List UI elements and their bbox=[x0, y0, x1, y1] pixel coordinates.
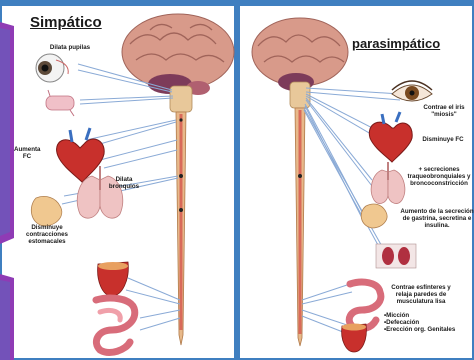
eye-left bbox=[36, 54, 68, 82]
brain-right bbox=[252, 18, 348, 91]
sympathetic-title: Simpático bbox=[30, 14, 102, 31]
bladder-right bbox=[342, 324, 367, 353]
label-aumenta-fc: Aumenta FC bbox=[14, 146, 40, 160]
label-esfinteres: Contrae esfínteres y relaja paredes de m… bbox=[386, 284, 456, 306]
stomach-right bbox=[361, 204, 387, 228]
eye-right bbox=[392, 81, 432, 101]
label-disminuye-fc: Disminuye FC bbox=[418, 136, 468, 143]
bladder-effects-list: •Micción •Defecación •Erección org. Geni… bbox=[384, 312, 474, 334]
heart-right bbox=[369, 112, 412, 162]
effect-defecacion: •Defecación bbox=[384, 319, 474, 326]
lungs-right bbox=[371, 162, 405, 203]
effect-ereccion: •Erección org. Genitales bbox=[384, 326, 474, 333]
spinal-cord-right bbox=[290, 82, 310, 346]
stomach-left bbox=[31, 196, 61, 226]
effect-miccion: •Micción bbox=[384, 312, 474, 319]
gland-left bbox=[46, 90, 74, 116]
parasympathetic-title: parasimpático bbox=[352, 36, 440, 51]
label-contrae-iris: Contrae el iris "miosis" bbox=[418, 104, 470, 118]
intestines-right bbox=[349, 282, 381, 329]
spinal-cord-left bbox=[170, 86, 192, 345]
heart-left bbox=[57, 128, 105, 182]
bladder-left bbox=[98, 262, 129, 296]
label-dilata-bronquios: Dilata bronquios bbox=[104, 176, 144, 190]
kidneys-right bbox=[376, 244, 416, 268]
top-band bbox=[0, 0, 474, 6]
label-disminuye-contracciones: Disminuye contracciones estomacales bbox=[18, 224, 76, 246]
center-divider bbox=[234, 6, 240, 360]
label-dilata-pupilas: Dilata pupilas bbox=[30, 44, 110, 51]
intestines-left bbox=[96, 298, 135, 352]
brain-left bbox=[122, 14, 234, 95]
label-secreciones: + secreciones traqueobronquiales y bronc… bbox=[404, 166, 474, 188]
label-gastrina: Aumento de la secreción de gastrina, sec… bbox=[400, 208, 474, 230]
